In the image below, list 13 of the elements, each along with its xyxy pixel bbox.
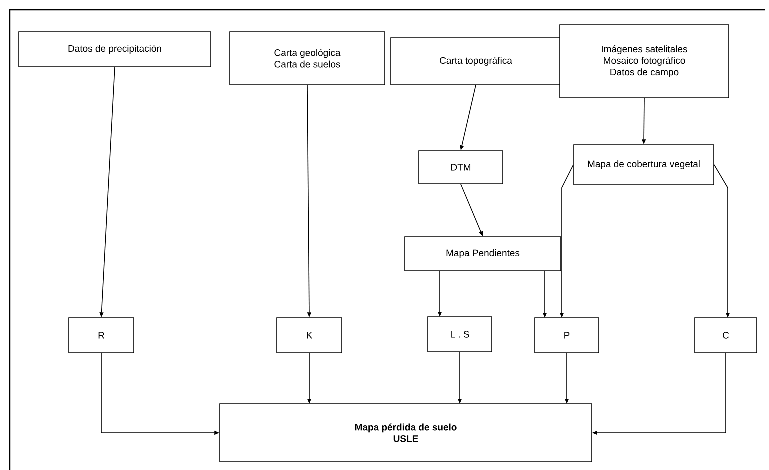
process-box: DTM [418, 150, 504, 184]
process-box: R [68, 318, 134, 354]
process-box: K [276, 318, 342, 354]
process-box: Carta geológica Carta de suelos [230, 32, 386, 86]
process-box: Mapa de cobertura vegetal [574, 144, 714, 186]
process-box: Imágenes satelitales Mosaico fotográfico Datos de campo [560, 24, 730, 98]
process-box: Carta topográfica [390, 38, 562, 86]
process-box: Mapa Pendientes [404, 236, 562, 272]
process-box: Datos de precipitación [18, 32, 212, 68]
process-box: C [694, 318, 758, 354]
result-box: Mapa pérdida de suelo USLE [220, 404, 592, 462]
process-box: P [534, 318, 600, 354]
process-box: L . S [428, 316, 492, 352]
